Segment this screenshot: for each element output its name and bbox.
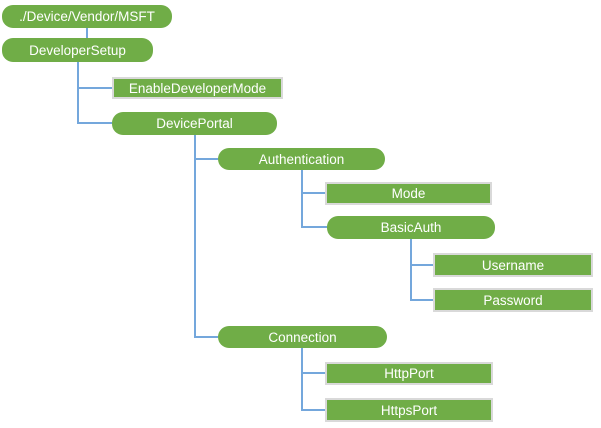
node-deviceportal: DevicePortal xyxy=(112,112,277,135)
connector-branch-connection xyxy=(195,336,218,338)
node-connection: Connection xyxy=(218,326,387,348)
node-basicauth: BasicAuth xyxy=(327,216,495,239)
node-authentication: Authentication xyxy=(218,148,385,170)
connector-branch-basicauth xyxy=(302,226,327,228)
node-enabledevelopermode: EnableDeveloperMode xyxy=(112,77,283,99)
connector-branch-authentication xyxy=(195,158,218,160)
connector-branch-httpport xyxy=(302,372,325,374)
connector-deviceportal-trunk xyxy=(194,135,196,338)
node-httpsport: HttpsPort xyxy=(325,398,493,422)
node-username: Username xyxy=(433,253,593,277)
connector-connection-trunk xyxy=(301,348,303,411)
connector-root-developersetup xyxy=(86,28,88,38)
connector-branch-username xyxy=(411,264,433,266)
connector-authentication-trunk xyxy=(301,170,303,228)
connector-branch-httpsport xyxy=(302,409,325,411)
node-password: Password xyxy=(433,288,593,312)
node-developersetup: DeveloperSetup xyxy=(2,38,153,62)
connector-developersetup-trunk xyxy=(77,62,79,124)
connector-branch-deviceportal xyxy=(78,122,112,124)
connector-branch-mode xyxy=(302,192,325,194)
connector-branch-password xyxy=(411,299,433,301)
node-mode: Mode xyxy=(325,182,492,205)
node-device-vendor-msft: ./Device/Vendor/MSFT xyxy=(2,5,172,28)
node-httpport: HttpPort xyxy=(325,362,493,385)
connector-branch-enabledevelopermode xyxy=(78,87,112,89)
connector-basicauth-trunk xyxy=(410,239,412,301)
